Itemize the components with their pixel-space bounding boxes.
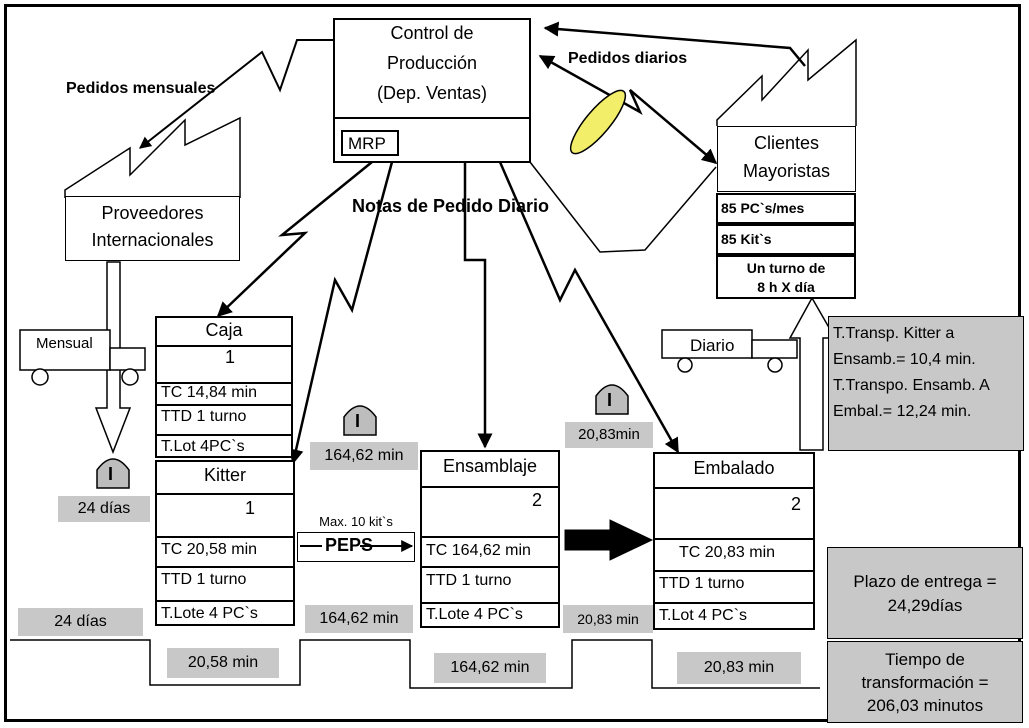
inventory-icon-raw <box>96 458 130 489</box>
truck-daily-icon <box>661 329 798 373</box>
timeline-wait-2: 20,83 min <box>563 605 653 633</box>
clients-line1: Clientes <box>753 133 820 153</box>
monthly-orders-label: Pedidos mensuales <box>66 80 216 97</box>
lead-time-box: Plazo de entrega = 24,29días <box>827 547 1023 639</box>
kitter-name: Kitter <box>203 465 246 485</box>
daily-notes-label: Notas de Pedido Diario <box>352 196 550 216</box>
ensamblaje-name: Ensamblaje <box>442 456 538 476</box>
ensamblaje-ttd: TTD 1 turno <box>422 566 558 602</box>
caja-tc: TC 14,84 min <box>157 382 291 404</box>
timeline-wait-0: 24 días <box>18 608 143 636</box>
processing-time-2: transformación = <box>861 673 989 692</box>
transport-note-4: Embal.= 12,24 min. <box>833 403 972 420</box>
processing-time-1: Tiempo de <box>885 650 965 669</box>
suppliers-line1: Proveedores <box>101 203 204 223</box>
mrp-box: MRP <box>341 130 399 156</box>
process-kitter: Kitter 1 TC 20,58 min TTD 1 turno T.Lote… <box>155 460 295 626</box>
demand-pcs: 85 PC`s/mes <box>716 193 856 224</box>
zigzag-control-to-client <box>538 54 718 164</box>
kitter-lot: T.Lote 4 PC`s <box>157 600 293 626</box>
embalado-operators: 2 <box>791 494 802 514</box>
timeline-process-1: 164,62 min <box>434 653 546 683</box>
suppliers-box: Proveedores Internacionales <box>65 196 240 261</box>
timeline-wait-1: 164,62 min <box>305 605 413 633</box>
inventory-kitter-value: 164,62 min <box>310 442 418 470</box>
caja-operators: 1 <box>225 347 236 367</box>
push-arrow <box>564 519 654 561</box>
embalado-tc: TC 20,83 min <box>655 538 813 570</box>
zigzag-control-to-caja <box>216 161 373 318</box>
clients-line2: Mayoristas <box>742 161 831 181</box>
truck-monthly-icon <box>19 329 146 386</box>
inventory-icon-kitter <box>343 405 377 436</box>
timeline-line <box>10 639 820 689</box>
shift-box: Un turno de 8 h X día <box>716 255 856 299</box>
production-control-box: Control de Producción (Dep. Ventas) MRP <box>333 18 531 163</box>
peps-box <box>297 532 415 562</box>
shift-line1: Un turno de <box>746 260 826 276</box>
process-embalado: Embalado 2 TC 20,83 min TTD 1 turno T.Lo… <box>653 452 815 630</box>
lead-time-1: Plazo de entrega = <box>853 572 997 591</box>
truck-monthly-label: Mensual <box>36 335 93 352</box>
demand-kits: 85 Kit`s <box>716 224 856 255</box>
ensamblaje-tc: TC 164,62 min <box>422 536 558 566</box>
suppliers-line2: Internacionales <box>91 230 214 250</box>
embalado-lot: T.Lot 4 PC`s <box>655 602 813 630</box>
zigzag-client-to-control <box>543 21 806 67</box>
caja-ttd: TTD 1 turno <box>157 404 291 434</box>
zigzag-control-to-ensamblaje <box>463 162 493 449</box>
daily-orders-label: Pedidos diarios <box>568 50 688 67</box>
inventory-raw-value: 24 días <box>58 496 150 522</box>
client-shipment-arrow <box>788 296 837 451</box>
caja-lot: T.Lot 4PC`s <box>157 434 291 458</box>
control-title-1: Control de <box>390 23 474 43</box>
zigzag-control-to-supplier <box>139 39 333 149</box>
client-factory-roof <box>716 38 857 126</box>
kitter-ttd: TTD 1 turno <box>157 566 293 600</box>
control-title-2: Producción <box>386 53 478 73</box>
zigzag-control-to-embalado <box>498 161 680 454</box>
transport-note: T.Transp. Kitter a Ensamb.= 10,4 min. T.… <box>828 316 1024 451</box>
kitter-operators: 1 <box>245 498 256 518</box>
processing-time-3: 206,03 minutos <box>866 696 984 715</box>
kaizen-ellipse <box>569 89 627 155</box>
kitter-tc: TC 20,58 min <box>157 536 293 566</box>
inventory-ens-value: 20,83min <box>565 422 653 448</box>
control-title-3: (Dep. Ventas) <box>376 83 488 103</box>
embalado-ttd: TTD 1 turno <box>655 570 813 602</box>
transport-note-1: T.Transp. Kitter a <box>833 325 955 342</box>
ensamblaje-operators: 2 <box>532 490 543 510</box>
peps-max: Max. 10 kit`s <box>319 514 393 529</box>
processing-time-box: Tiempo de transformación = 206,03 minuto… <box>827 641 1023 723</box>
timeline-process-2: 20,83 min <box>677 652 801 684</box>
embalado-name: Embalado <box>693 458 775 478</box>
inventory-icon-ensamblaje <box>595 384 629 415</box>
inventory-kitter-letter: I <box>355 411 361 431</box>
clients-box: Clientes Mayoristas <box>717 126 856 192</box>
inventory-ens-letter: I <box>607 390 613 410</box>
inventory-raw-letter: I <box>108 464 114 484</box>
transport-note-3: T.Transpo. Ensamb. A <box>833 377 990 394</box>
caja-name: Caja <box>205 320 243 340</box>
peps-label: PEPS <box>325 535 374 555</box>
ensamblaje-lot: T.Lote 4 PC`s <box>422 602 558 628</box>
process-ensamblaje: Ensamblaje 2 TC 164,62 min TTD 1 turno T… <box>420 450 560 628</box>
truck-daily-label: Diario <box>690 336 735 355</box>
timeline-process-0: 20,58 min <box>167 648 279 678</box>
supplier-factory-roof <box>64 116 241 198</box>
lead-time-2: 24,29días <box>887 596 963 615</box>
transport-note-2: Ensamb.= 10,4 min. <box>833 351 976 368</box>
mrp-label: MRP <box>348 134 386 153</box>
zigzag-control-to-kitter <box>288 161 394 465</box>
shift-line2: 8 h X día <box>757 279 815 295</box>
zigzag-client-factory <box>529 161 717 253</box>
process-caja: Caja 1 TC 14,84 min TTD 1 turno T.Lot 4P… <box>155 316 293 458</box>
